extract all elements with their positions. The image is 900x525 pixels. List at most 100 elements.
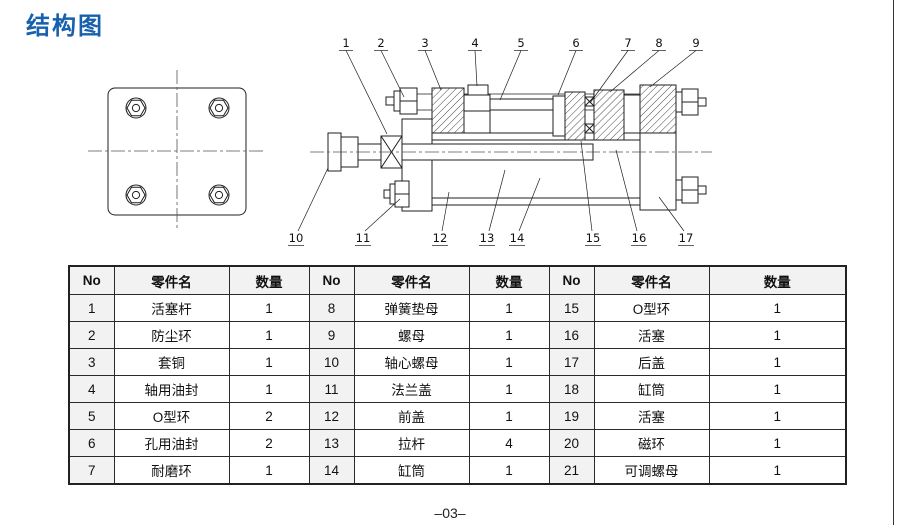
part-qty-cell: 2 (228, 429, 310, 457)
part-qty-cell: 1 (708, 348, 847, 376)
part-name-cell: 拉杆 (353, 429, 470, 457)
page-number: –03– (434, 505, 466, 521)
part-qty-cell: 1 (708, 294, 847, 322)
part-no-cell: 4 (68, 375, 115, 403)
part-no-cell: 9 (308, 321, 355, 349)
column-header-no: No (308, 265, 355, 295)
part-no-cell: 1 (68, 294, 115, 322)
section-view-assembly (310, 84, 712, 212)
page-edge-rule (893, 0, 894, 525)
table-row: 1 活塞杆 1 8 弹簧垫母 1 15 O型环 1 (68, 294, 847, 322)
column-header-no: No (68, 265, 115, 295)
structure-diagram: 1 2 3 4 5 6 7 8 9 10 11 12 13 (88, 36, 712, 246)
part-no-cell: 14 (308, 456, 355, 485)
callout-17: 17 (679, 231, 694, 245)
table-row: 7 耐磨环 1 14 缸筒 1 21 可调螺母 1 (68, 456, 847, 485)
part-qty-cell: 1 (228, 321, 310, 349)
callout-2: 2 (377, 36, 384, 50)
parts-table: No 零件名 数量 No 零件名 数量 No 零件名 数量 1 活塞杆 1 8 … (68, 265, 847, 485)
part-no-cell: 3 (68, 348, 115, 376)
part-name-cell: 可调螺母 (593, 456, 710, 485)
part-qty-cell: 1 (468, 321, 550, 349)
part-no-cell: 6 (68, 429, 115, 457)
part-qty-cell: 1 (228, 294, 310, 322)
column-header-part-name: 零件名 (593, 265, 710, 295)
part-name-cell: 防尘环 (113, 321, 230, 349)
table-row: 4 轴用油封 1 11 法兰盖 1 18 缸筒 1 (68, 375, 847, 403)
part-qty-cell: 1 (228, 456, 310, 485)
seal-holder-section (564, 91, 586, 141)
part-no-cell: 13 (308, 429, 355, 457)
part-no-cell: 7 (68, 456, 115, 485)
part-no-cell: 2 (68, 321, 115, 349)
part-name-cell: 前盖 (353, 402, 470, 430)
part-qty-cell: 1 (468, 294, 550, 322)
rear-cover-section (639, 84, 677, 134)
part-name-cell: 缸筒 (353, 456, 470, 485)
part-qty-cell: 1 (468, 456, 550, 485)
part-qty-cell: 1 (228, 348, 310, 376)
bushing (463, 94, 491, 134)
callout-14: 14 (510, 231, 525, 245)
table-row: 6 孔用油封 2 13 拉杆 4 20 磁环 1 (68, 429, 847, 457)
table-row: 5 O型环 2 12 前盖 1 19 活塞 1 (68, 402, 847, 430)
part-no-cell: 8 (308, 294, 355, 322)
table-header-row: No 零件名 数量 No 零件名 数量 No 零件名 数量 (68, 265, 847, 295)
part-qty-cell: 4 (468, 429, 550, 457)
part-no-cell: 21 (548, 456, 595, 485)
part-qty-cell: 1 (468, 375, 550, 403)
part-name-cell: 后盖 (593, 348, 710, 376)
column-header-qty: 数量 (228, 265, 310, 295)
callout-12: 12 (433, 231, 448, 245)
callout-7: 7 (624, 36, 631, 50)
part-qty-cell: 1 (708, 321, 847, 349)
part-name-cell: 套铜 (113, 348, 230, 376)
part-no-cell: 12 (308, 402, 355, 430)
part-qty-cell: 1 (228, 375, 310, 403)
part-name-cell: 法兰盖 (353, 375, 470, 403)
parts-table-header: No 零件名 数量 No 零件名 数量 No 零件名 数量 (68, 265, 847, 295)
callout-10: 10 (289, 231, 304, 245)
parts-table-body: 1 活塞杆 1 8 弹簧垫母 1 15 O型环 1 2 防尘环 1 9 螺母 1… (68, 294, 847, 485)
tube-wall-section (489, 98, 554, 111)
callout-15: 15 (586, 231, 601, 245)
part-qty-cell: 1 (708, 429, 847, 457)
part-name-cell: 弹簧垫母 (353, 294, 470, 322)
column-header-no: No (548, 265, 595, 295)
part-no-cell: 16 (548, 321, 595, 349)
part-qty-cell: 1 (708, 375, 847, 403)
part-qty-cell: 1 (468, 402, 550, 430)
part-name-cell: 螺母 (353, 321, 470, 349)
part-name-cell: 孔用油封 (113, 429, 230, 457)
rear-cover (639, 132, 677, 211)
part-no-cell: 18 (548, 375, 595, 403)
callout-4: 4 (471, 36, 478, 50)
part-no-cell: 17 (548, 348, 595, 376)
part-no-cell: 10 (308, 348, 355, 376)
column-header-part-name: 零件名 (353, 265, 470, 295)
part-qty-cell: 1 (468, 348, 550, 376)
callout-9: 9 (692, 36, 699, 50)
page-title: 结构图 (26, 13, 104, 40)
part-name-cell: 活塞 (593, 402, 710, 430)
part-no-cell: 20 (548, 429, 595, 457)
part-name-cell: O型环 (593, 294, 710, 322)
callout-1: 1 (342, 36, 349, 50)
callout-16: 16 (632, 231, 647, 245)
part-name-cell: 缸筒 (593, 375, 710, 403)
callout-13: 13 (480, 231, 495, 245)
gland-section (431, 87, 465, 134)
part-qty-cell: 2 (228, 402, 310, 430)
part-no-cell: 15 (548, 294, 595, 322)
part-name-cell: O型环 (113, 402, 230, 430)
flange-bolt-icon (208, 184, 230, 206)
flange-bolt-icon (125, 184, 147, 206)
part-name-cell: 轴用油封 (113, 375, 230, 403)
column-header-qty: 数量 (468, 265, 550, 295)
part-name-cell: 轴心螺母 (353, 348, 470, 376)
column-header-qty: 数量 (708, 265, 847, 295)
part-no-cell: 11 (308, 375, 355, 403)
column-header-part-name: 零件名 (113, 265, 230, 295)
table-row: 3 套铜 1 10 轴心螺母 1 17 后盖 1 (68, 348, 847, 376)
